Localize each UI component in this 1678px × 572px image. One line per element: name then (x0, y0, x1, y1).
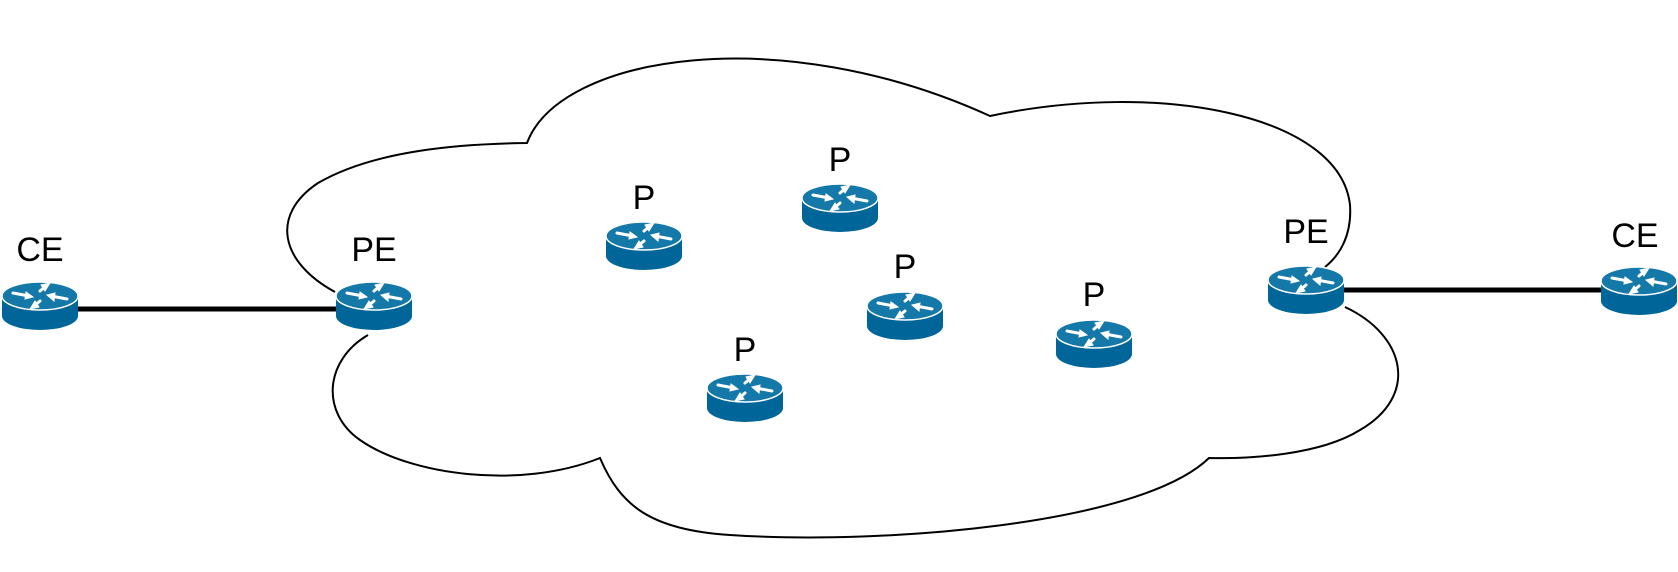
p-node-3[interactable]: P (865, 248, 945, 342)
router-icon (865, 290, 945, 342)
ce-right-node[interactable]: CE (1599, 217, 1678, 317)
router-icon (334, 280, 414, 332)
pe-left-label: PE (351, 231, 396, 269)
pe-right-label: PE (1283, 213, 1328, 251)
ce-left-label: CE (16, 231, 63, 269)
p-node-1-label: P (633, 179, 656, 217)
router-icon (705, 372, 785, 424)
p-node-2[interactable]: P (800, 141, 880, 234)
router-icon (604, 220, 684, 272)
p-node-3-label: P (894, 248, 917, 286)
router-icon (800, 182, 880, 234)
router-icon (0, 280, 80, 332)
p-node-2-label: P (829, 141, 852, 179)
p-node-1[interactable]: P (604, 179, 684, 272)
p-node-4[interactable]: P (1054, 276, 1134, 370)
router-icon (1054, 318, 1134, 370)
ce-left-node[interactable]: CE (0, 231, 80, 332)
router-icon (1266, 264, 1346, 316)
ce-right-label: CE (1611, 217, 1658, 255)
p-node-4-label: P (1083, 276, 1106, 314)
pe-right-node[interactable]: PE (1266, 213, 1346, 316)
p-node-5-label: P (734, 331, 757, 369)
p-node-5[interactable]: P (705, 331, 785, 424)
pe-left-node[interactable]: PE (334, 231, 414, 332)
router-icon (1599, 265, 1678, 317)
cloud-outline (286, 57, 1400, 539)
